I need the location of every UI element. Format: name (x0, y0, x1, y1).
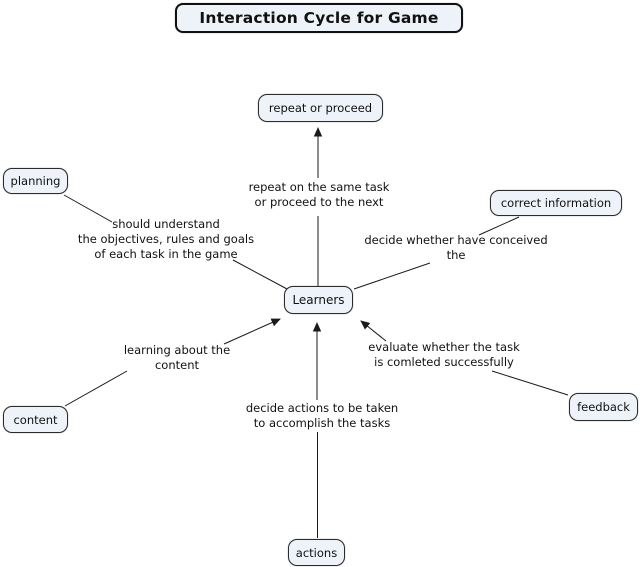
edge-content-to-label (64, 370, 128, 407)
edge-correctinfo-to-label (478, 216, 520, 236)
edge-label-decide-actions: decide actions to be taken to accomplish… (245, 401, 399, 430)
node-learners[interactable]: Learners (284, 286, 353, 314)
edge-label-to-learners-topright (353, 262, 431, 290)
edge-label-to-learners-topleft (232, 259, 288, 290)
node-content[interactable]: content (3, 406, 68, 433)
edge-label-evaluate-task: evaluate whether the task is comleted su… (368, 340, 520, 369)
edge-label-learning-about-content: learning about the content (123, 343, 231, 372)
edge-label-to-feedback (491, 370, 569, 396)
node-planning[interactable]: planning (3, 168, 68, 194)
node-feedback[interactable]: feedback (569, 393, 638, 421)
edge-label-decide-whether-conceived: decide whether have conceived the (364, 233, 548, 262)
edge-learning-label-to-learners (223, 318, 281, 345)
node-actions[interactable]: actions (288, 539, 345, 566)
node-repeat-or-proceed[interactable]: repeat or proceed (258, 94, 383, 122)
edge-evaluate-label-to-learners (360, 320, 387, 342)
node-correct-information[interactable]: correct information (490, 190, 622, 216)
edge-planning-to-label (63, 194, 113, 223)
edge-label-repeat-or-proceed: repeat on the same task or proceed to th… (248, 180, 390, 209)
diagram-title: Interaction Cycle for Game (175, 3, 463, 33)
edge-label-should-understand: should understand the objectives, rules … (77, 217, 255, 261)
